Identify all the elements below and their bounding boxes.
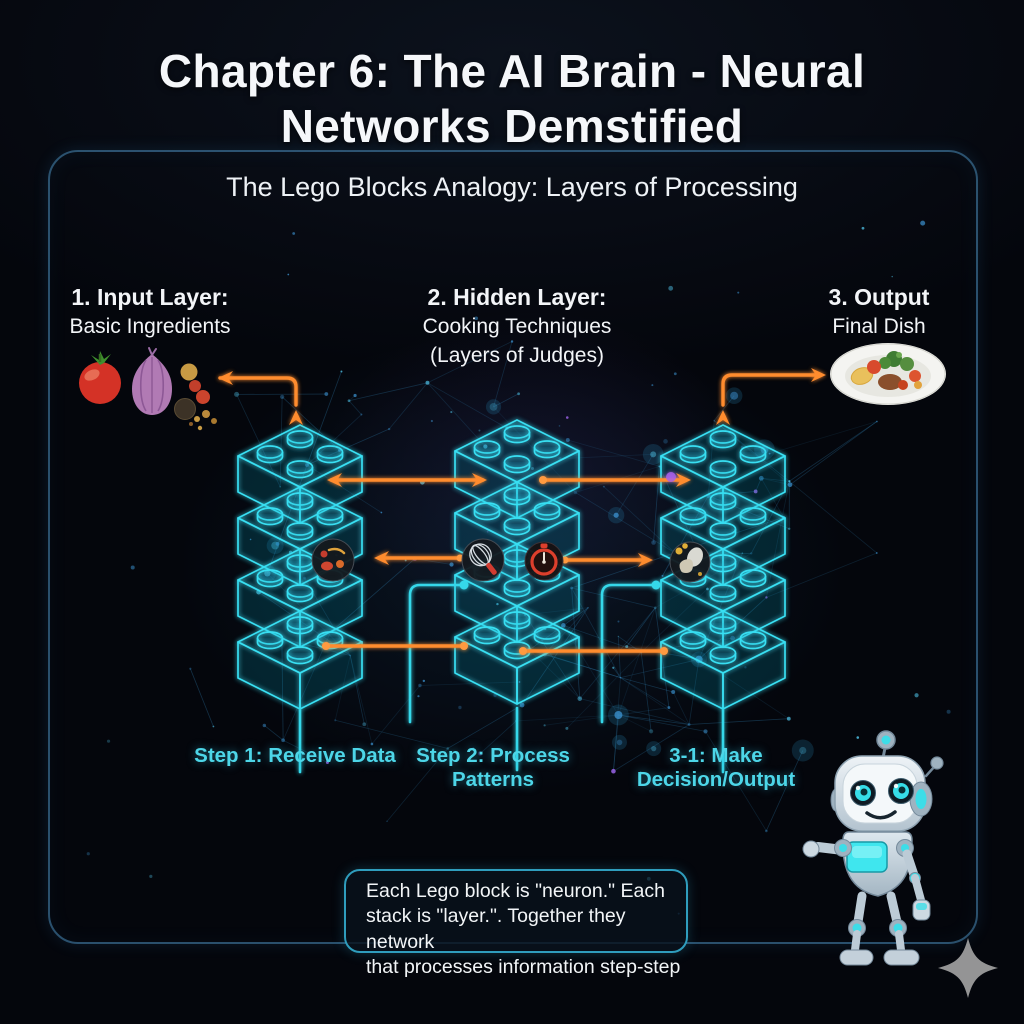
step-1-label: Step 1: Receive Data [194, 744, 396, 767]
hidden-layer-label: 2. Hidden Layer: Cooking Techniques (Lay… [398, 284, 636, 370]
output-layer-heading: 3. Output [828, 284, 930, 310]
step-3-label: 3-1: Make Decision/Output [636, 744, 796, 791]
input-layer-label: 1. Input Layer: Basic Ingredients [36, 284, 264, 340]
title-line-1: Chapter 6: The AI Brain - Neural [158, 45, 866, 97]
step-2-label: Step 2: Process Patterns [416, 744, 570, 791]
input-layer-subheading: Basic Ingredients [69, 315, 231, 338]
hidden-layer-heading: 2. Hidden Layer: [427, 284, 607, 310]
hidden-layer-subheading: Cooking Techniques [422, 315, 612, 338]
caption-line-3: that processes information step-step [366, 956, 681, 979]
caption-box: Each Lego block is "neuron." Each stack … [344, 869, 688, 978]
input-layer-heading: 1. Input Layer: [71, 284, 229, 310]
output-layer-label: 3. Output Final Dish [790, 284, 968, 340]
analogy-subtitle: The Lego Blocks Analogy: Layers of Proce… [226, 172, 798, 202]
caption-line-2: stack is "layer.". Together they network [366, 905, 626, 953]
robot-right-foot [883, 949, 920, 966]
title-line-2: Networks Demstified [280, 100, 744, 153]
output-layer-subheading: Final Dish [832, 315, 926, 338]
caption-line-1: Each Lego block is "neuron." Each [366, 880, 665, 902]
hidden-layer-note: (Layers of Judges) [430, 344, 604, 368]
page-title: Chapter 6: The AI Brain - Neural Network… [0, 44, 1024, 154]
content-frame [48, 150, 978, 944]
sparkle-icon [938, 938, 998, 998]
robot-left-foot [839, 949, 874, 966]
